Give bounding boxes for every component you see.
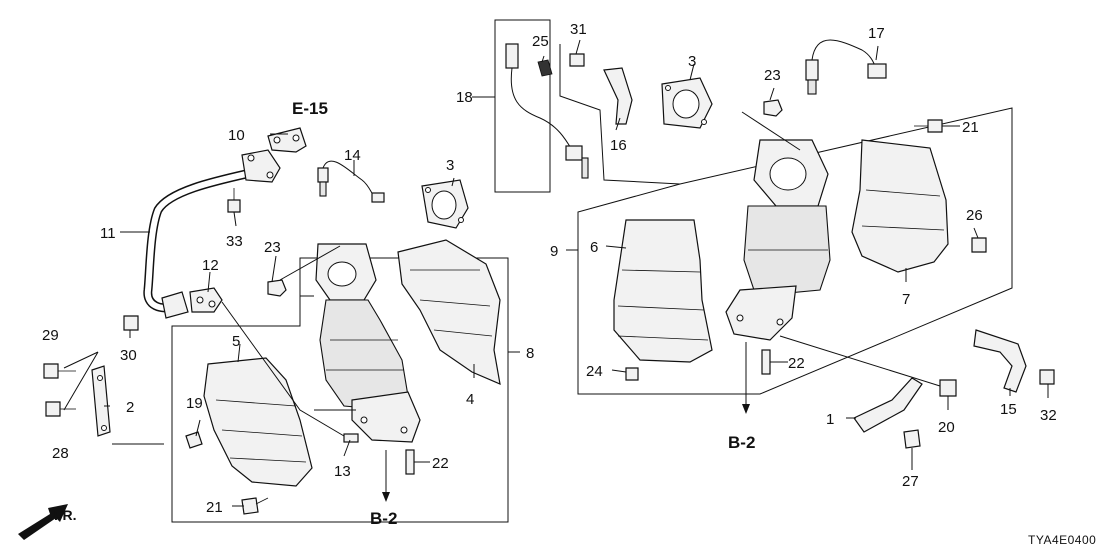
group-outlines [171,19,1013,523]
callout-8: 8 [526,345,534,362]
ref-b2-left: B-2 [370,509,397,528]
callout-32: 32 [1040,407,1057,424]
callout-18: 18 [456,89,473,106]
figure-code: TYA4E0400 [1028,533,1096,547]
callout-26: 26 [966,207,983,224]
bracket-2 [91,365,111,437]
callout-29: 29 [42,327,59,344]
callout-1: 1 [826,411,834,428]
ref-e15: E-15 [292,99,328,118]
front-direction-label: FR. [54,507,77,523]
gasket-3-left [421,179,469,229]
front-direction-arrow [18,504,68,540]
gasket-3-right [661,77,713,129]
callout-6: 6 [590,239,598,256]
heat-shield-7 [851,139,949,273]
heat-shield-6 [613,219,713,363]
callout-3-left: 3 [446,157,454,174]
heat-shield-4 [397,239,501,385]
callout-2: 2 [126,399,134,416]
b2-arrows [382,342,750,502]
callout-14: 14 [344,147,361,164]
leader-lines [63,39,1049,507]
callout-24: 24 [586,363,603,380]
callout-23-right: 23 [764,67,781,84]
bracket-15 [973,329,1027,393]
callout-27: 27 [902,473,919,490]
o2-sensor-17 [805,39,887,95]
bracket-1 [853,377,923,433]
bracket-16 [603,67,633,125]
callout-21-left: 21 [206,499,223,516]
callout-13: 13 [334,463,351,480]
callout-9: 9 [550,243,558,260]
callout-22-left: 22 [432,455,449,472]
callout-30: 30 [120,347,137,364]
gasket-12 [189,287,223,313]
gasket-10 [267,127,307,153]
callout-4: 4 [466,391,474,408]
clip-25 [537,59,553,77]
callout-19: 19 [186,395,203,412]
callout-11: 11 [100,225,116,242]
callout-5: 5 [232,333,240,350]
callout-16: 16 [610,137,627,154]
nut-23-left [267,279,287,297]
callout-numbers: 1 2 3 3 4 5 6 7 8 9 10 11 12 13 14 15 16… [42,21,1057,516]
reference-labels: E-15 B-2 B-2 FR. TYA4E0400 [54,99,1096,547]
callout-23-left: 23 [264,239,281,256]
callout-33: 33 [226,233,243,250]
callout-20: 20 [938,419,955,436]
right-catalytic-converter [725,139,831,341]
bolts [43,53,1055,515]
heat-shield-5 [203,357,313,487]
callout-12: 12 [202,257,219,274]
o2-sensor-14 [317,160,385,203]
callout-3-right: 3 [688,53,696,70]
callout-7: 7 [902,291,910,308]
left-catalytic-converter [315,243,421,443]
callout-25: 25 [532,33,549,50]
ref-b2-right: B-2 [728,433,755,452]
pipe-11 [143,149,281,319]
callout-28: 28 [52,445,69,462]
callout-10: 10 [228,127,245,144]
nut-23-right [763,99,783,117]
callout-17: 17 [868,25,885,42]
callout-22-right: 22 [788,355,805,372]
callout-21-right: 21 [962,119,979,136]
callout-31: 31 [570,21,587,38]
callout-15: 15 [1000,401,1017,418]
o2-sensor-18 [505,43,589,179]
